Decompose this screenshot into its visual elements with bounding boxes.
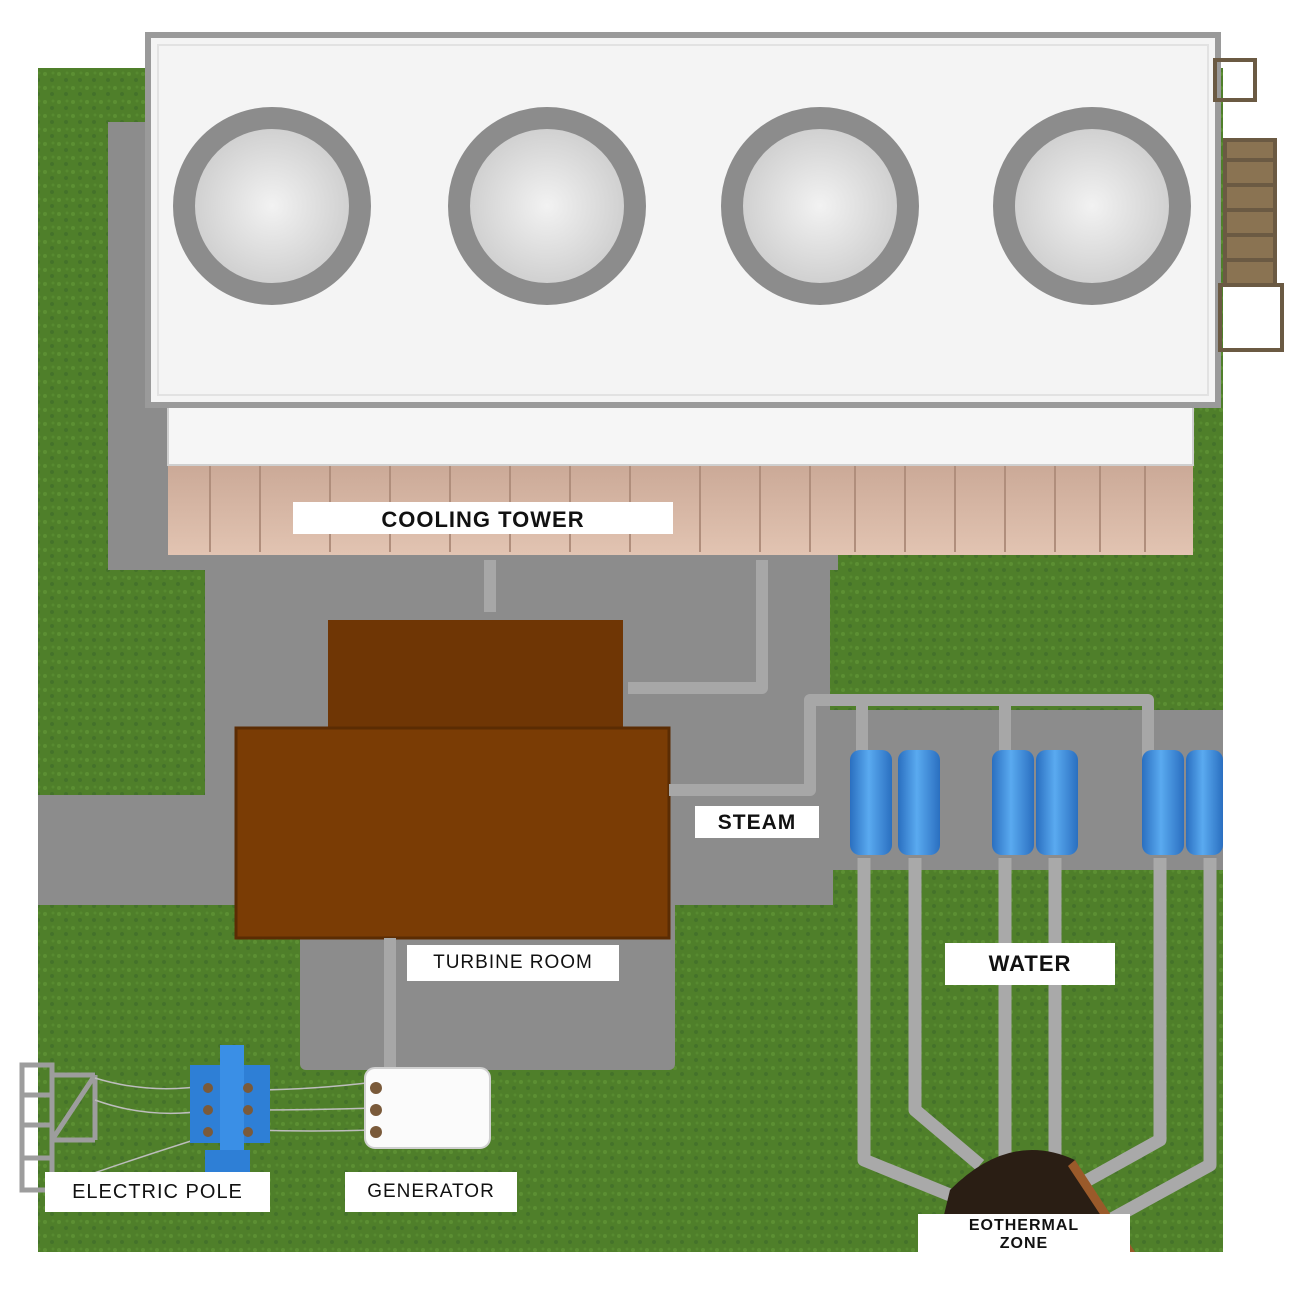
geothermal-zone-line1: EOTHERMAL	[968, 1217, 1080, 1234]
geothermal-zone-line2: ZONE	[999, 1235, 1049, 1252]
fan-stacks	[173, 107, 1191, 305]
generator-unit	[364, 1067, 491, 1149]
cooling-tower-walls	[167, 404, 1194, 555]
water-label: WATER	[945, 943, 1115, 985]
water-pipes	[857, 858, 1217, 1226]
turbine-room-building	[234, 620, 671, 940]
electric-pole-label: ELECTRIC POLE	[45, 1172, 270, 1212]
staircase	[1213, 58, 1284, 352]
turbine-room-label: TURBINE ROOM	[407, 945, 619, 981]
steam-pipes	[384, 560, 1154, 1075]
geothermal-zone-label: EOTHERMAL ZONE	[918, 1214, 1130, 1254]
electric-pole	[19, 1062, 98, 1193]
steam-label: STEAM	[695, 806, 819, 838]
steam-tanks	[850, 750, 1223, 855]
generator-label: GENERATOR	[345, 1172, 517, 1212]
cooling-tower-label: COOLING TOWER	[293, 502, 673, 534]
